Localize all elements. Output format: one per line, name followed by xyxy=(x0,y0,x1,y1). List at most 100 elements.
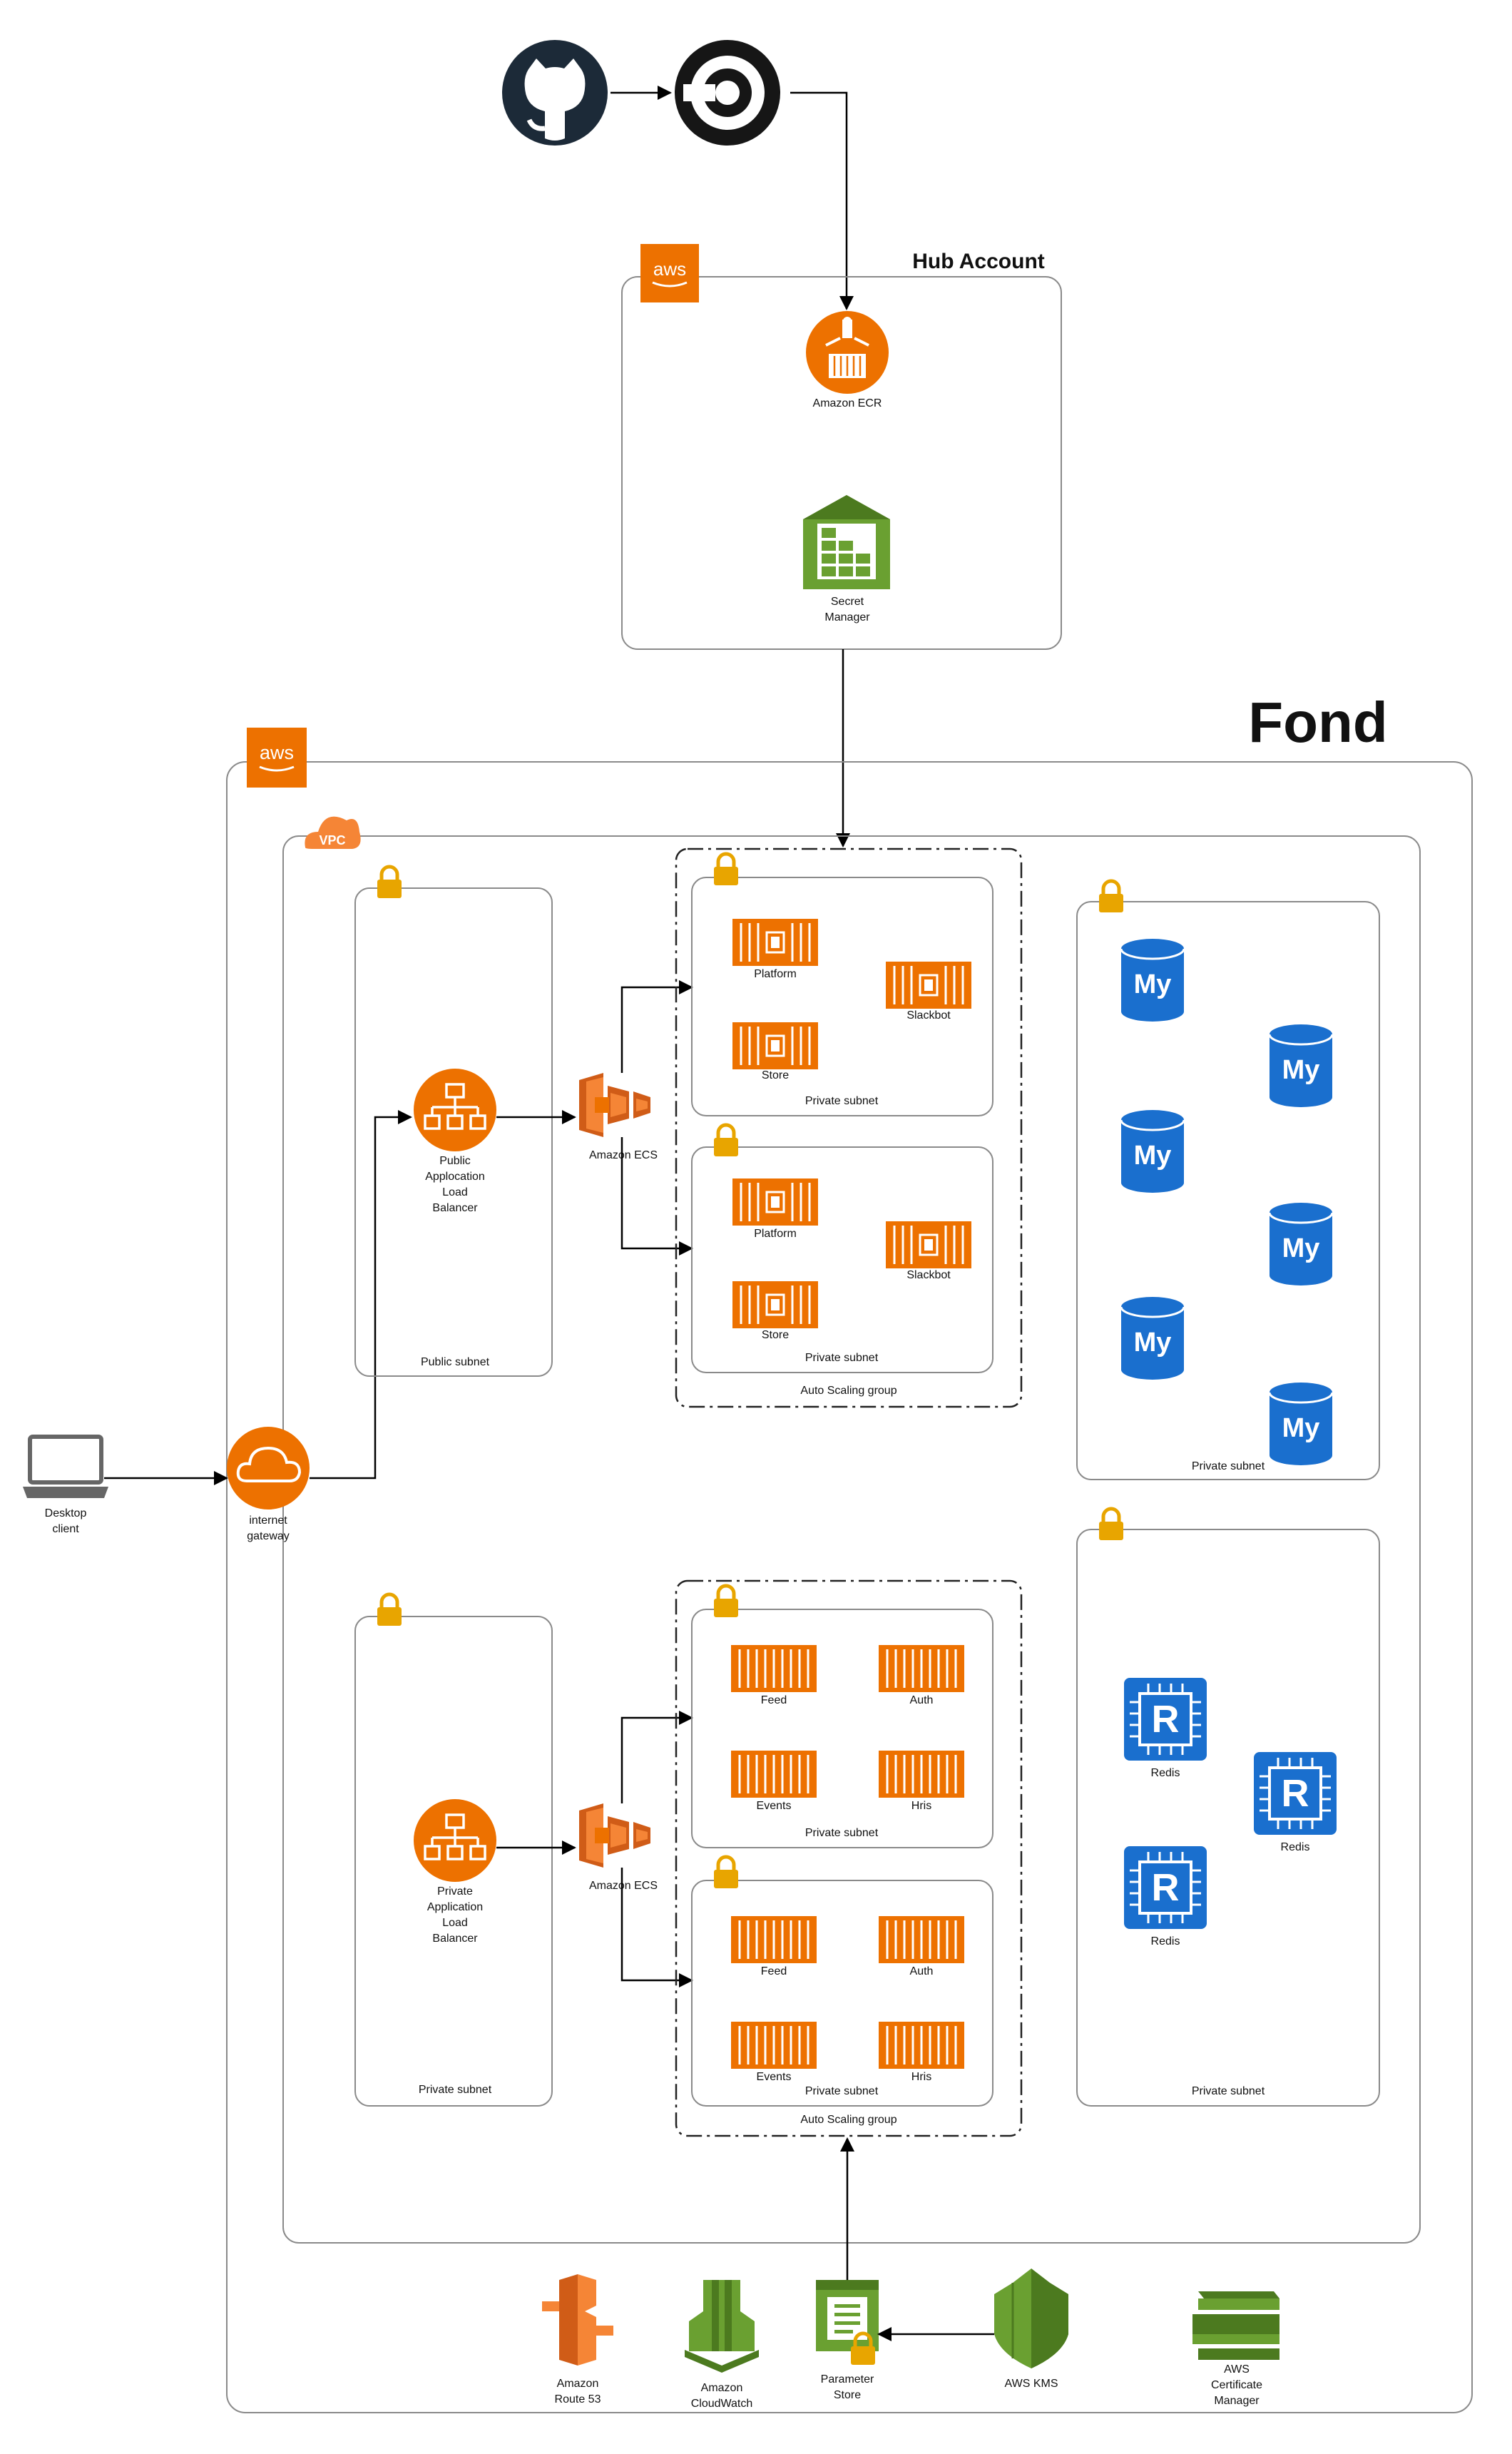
service-label: Store xyxy=(762,1329,789,1341)
service-label: Slackbot xyxy=(906,1269,951,1281)
acm-label-2: Certificate xyxy=(1211,2379,1262,2391)
redis-private-subnet-box xyxy=(1076,1529,1380,2107)
mysql-db-icon: My xyxy=(1268,1381,1334,1467)
mysql-glyph: My xyxy=(1134,969,1172,999)
cloudwatch-icon xyxy=(685,2280,759,2373)
public-alb-label-2: Applocation xyxy=(425,1171,485,1183)
github-icon xyxy=(502,40,608,146)
redis-glyph: R xyxy=(1152,1866,1180,1909)
ecs-top-to-subnet1-arrow xyxy=(620,980,693,1073)
private-subnet-bottom-1 xyxy=(691,1609,993,1848)
acm-label-1: AWS xyxy=(1224,2363,1250,2376)
route53-label-2: Route 53 xyxy=(555,2393,601,2405)
private-subnet-label: Private subnet xyxy=(805,1095,879,1107)
feed-container-icon xyxy=(730,1915,818,1965)
lock-icon xyxy=(1099,881,1123,912)
ecs-top-to-subnet2-arrow xyxy=(620,1137,693,1256)
store-task-icon xyxy=(731,1021,819,1071)
asg-bottom-label: Auto Scaling group xyxy=(800,2114,897,2126)
vpc-badge-text: VPC xyxy=(319,833,345,847)
service-label: Platform xyxy=(754,968,797,980)
private-subnet-label: Private subnet xyxy=(805,1352,879,1364)
mysql-glyph: My xyxy=(1134,1141,1172,1171)
private-alb-label-2: Application xyxy=(427,1901,483,1913)
public-alb-label-1: Public xyxy=(439,1155,471,1167)
parameter-store-label-2: Store xyxy=(834,2389,861,2401)
private-subnet-label: Private subnet xyxy=(805,1827,879,1839)
hub-account-title: Hub Account xyxy=(912,250,1045,273)
service-label: Hris xyxy=(911,2071,931,2083)
service-label: Auth xyxy=(910,1965,934,1977)
mysql-glyph: My xyxy=(1134,1328,1172,1358)
store-task-icon xyxy=(731,1280,819,1330)
ci-to-ecr-arrow xyxy=(790,91,854,310)
events-container-icon xyxy=(730,1749,818,1799)
circleci-icon xyxy=(675,40,780,146)
platform-task-icon xyxy=(731,917,819,967)
private-alb-label-3: Load xyxy=(442,1917,468,1929)
amazon-ecs-label-top: Amazon ECS xyxy=(589,1149,658,1161)
gateway-to-public-alb-arrow xyxy=(310,1110,412,1480)
service-label: Events xyxy=(757,2071,792,2083)
service-label: Platform xyxy=(754,1228,797,1240)
aws-badge-text: aws xyxy=(260,742,294,763)
private-subnet-left-label: Private subnet xyxy=(419,2084,492,2096)
auth-container-icon xyxy=(877,1915,966,1965)
mysql-db-icon: My xyxy=(1120,1295,1185,1381)
mysql-subnet-label: Private subnet xyxy=(1192,1460,1265,1472)
private-subnet-bottom-2 xyxy=(691,1880,993,2107)
service-label: Hris xyxy=(911,1800,931,1812)
private-subnet-top-1 xyxy=(691,877,993,1116)
aws-logo-icon: aws xyxy=(247,728,307,788)
asg-top-label: Auto Scaling group xyxy=(800,1385,897,1397)
vpc-box xyxy=(282,835,1421,2244)
hub-account-box xyxy=(621,276,1062,650)
route53-icon xyxy=(542,2274,613,2366)
auth-container-icon xyxy=(877,1644,966,1694)
aws-kms-label: AWS KMS xyxy=(1005,2378,1058,2390)
internet-gateway-label-line1: internet xyxy=(249,1514,287,1527)
ecs-bottom-to-subnet2-arrow xyxy=(620,1868,693,1987)
public-alb-label-3: Load xyxy=(442,1186,468,1198)
internet-gateway-label-line2: gateway xyxy=(247,1530,290,1542)
desktop-client-icon xyxy=(23,1435,108,1498)
private-alb-label-4: Balancer xyxy=(432,1933,478,1945)
redis-label: Redis xyxy=(1151,1767,1180,1779)
acm-label-3: Manager xyxy=(1214,2395,1260,2407)
secret-manager-label-line2: Manager xyxy=(824,611,870,623)
fond-title: Fond xyxy=(1248,691,1387,754)
redis-label: Redis xyxy=(1151,1935,1180,1948)
redis-glyph: R xyxy=(1152,1698,1180,1741)
mysql-glyph: My xyxy=(1282,1233,1320,1263)
mysql-db-icon: My xyxy=(1120,937,1185,1023)
aws-badge-text: aws xyxy=(653,258,686,280)
lock-icon xyxy=(714,1586,738,1617)
desktop-client-label-line2: client xyxy=(52,1523,79,1535)
cloudwatch-label-2: CloudWatch xyxy=(691,2398,753,2410)
service-label: Slackbot xyxy=(906,1009,951,1022)
amazon-ecs-icon xyxy=(579,1803,650,1868)
certificate-manager-icon xyxy=(1192,2291,1279,2360)
amazon-ecr-label: Amazon ECR xyxy=(813,397,882,409)
auto-scaling-group-top xyxy=(675,847,1023,1408)
vpc-cloud-icon: VPC xyxy=(305,816,361,849)
public-alb-icon xyxy=(412,1067,498,1153)
auto-scaling-group-bottom xyxy=(675,1579,1023,2137)
parameter-store-label-1: Parameter xyxy=(821,2373,874,2386)
events-container-icon xyxy=(730,2020,818,2070)
feed-container-icon xyxy=(730,1644,818,1694)
private-alb-icon xyxy=(412,1798,498,1883)
hris-container-icon xyxy=(877,1749,966,1799)
redis-icon: R xyxy=(1123,1845,1208,1930)
redis-icon: R xyxy=(1123,1676,1208,1762)
secret-manager-icon xyxy=(803,495,890,589)
service-label: Store xyxy=(762,1069,789,1081)
redis-glyph: R xyxy=(1282,1772,1309,1815)
service-label: Events xyxy=(757,1800,792,1812)
mysql-db-icon: My xyxy=(1120,1109,1185,1194)
internet-gateway-icon xyxy=(227,1427,310,1509)
lock-icon xyxy=(714,1125,738,1156)
platform-task-icon xyxy=(731,1177,819,1227)
aws-kms-icon xyxy=(994,2269,1068,2368)
desktop-client-label-line1: Desktop xyxy=(45,1507,87,1519)
